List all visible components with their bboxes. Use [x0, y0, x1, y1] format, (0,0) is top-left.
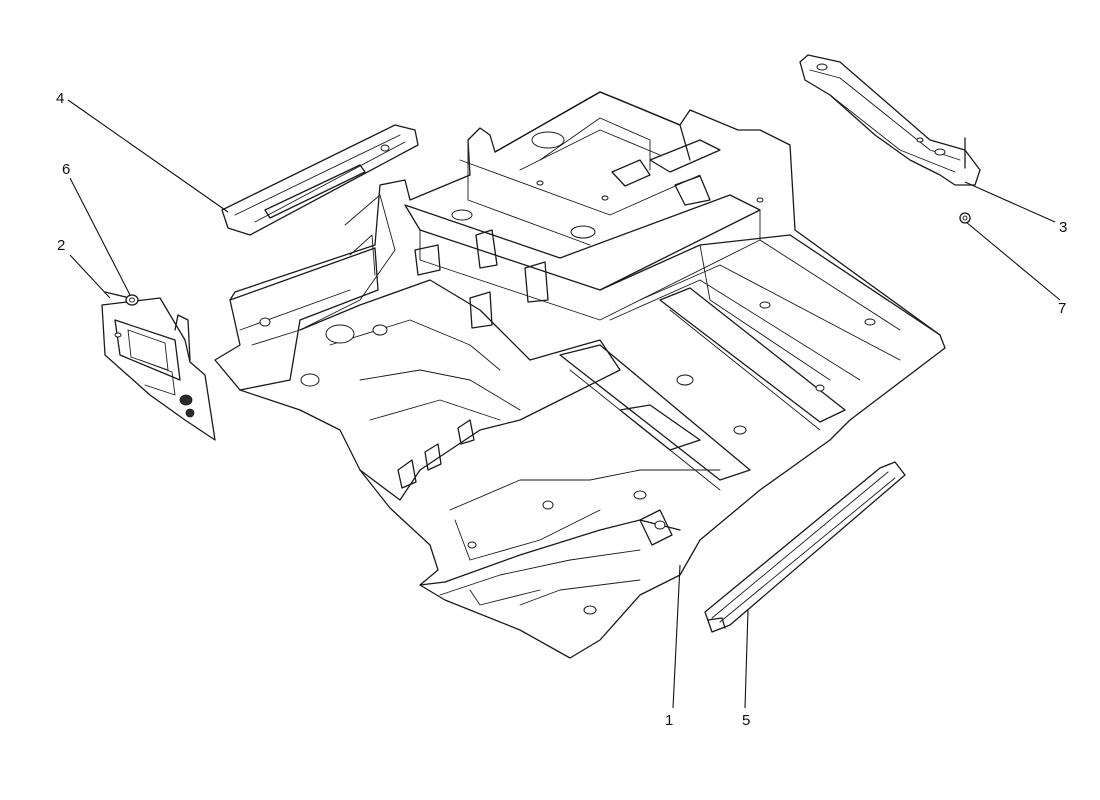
callout-5: 5 [742, 712, 750, 729]
leader-lines [67, 99, 1061, 709]
floor-pan-assembly [214, 91, 946, 659]
callout-7: 7 [1058, 300, 1066, 317]
callout-6: 6 [62, 161, 70, 178]
leader-line-2 [69, 254, 111, 299]
leader-line-1 [672, 564, 681, 709]
leader-line-3 [964, 181, 1056, 223]
leader-line-4 [67, 99, 229, 213]
callout-3: 3 [1059, 219, 1067, 236]
callout-2: 2 [57, 237, 65, 254]
nut-part-7 [959, 212, 971, 224]
nut-part-6 [125, 294, 139, 306]
leader-line-7 [965, 221, 1061, 301]
callout-1: 1 [665, 712, 673, 729]
cross-member-part [799, 54, 981, 186]
leader-line-6 [69, 177, 131, 296]
sill-rail-lower [704, 461, 906, 633]
callout-4: 4 [56, 90, 64, 107]
callout-labels: 1 2 3 4 5 6 7 [56, 90, 1067, 729]
sill-rail-upper [221, 124, 419, 236]
bracket-part [101, 291, 216, 441]
leader-line-5 [744, 609, 749, 709]
